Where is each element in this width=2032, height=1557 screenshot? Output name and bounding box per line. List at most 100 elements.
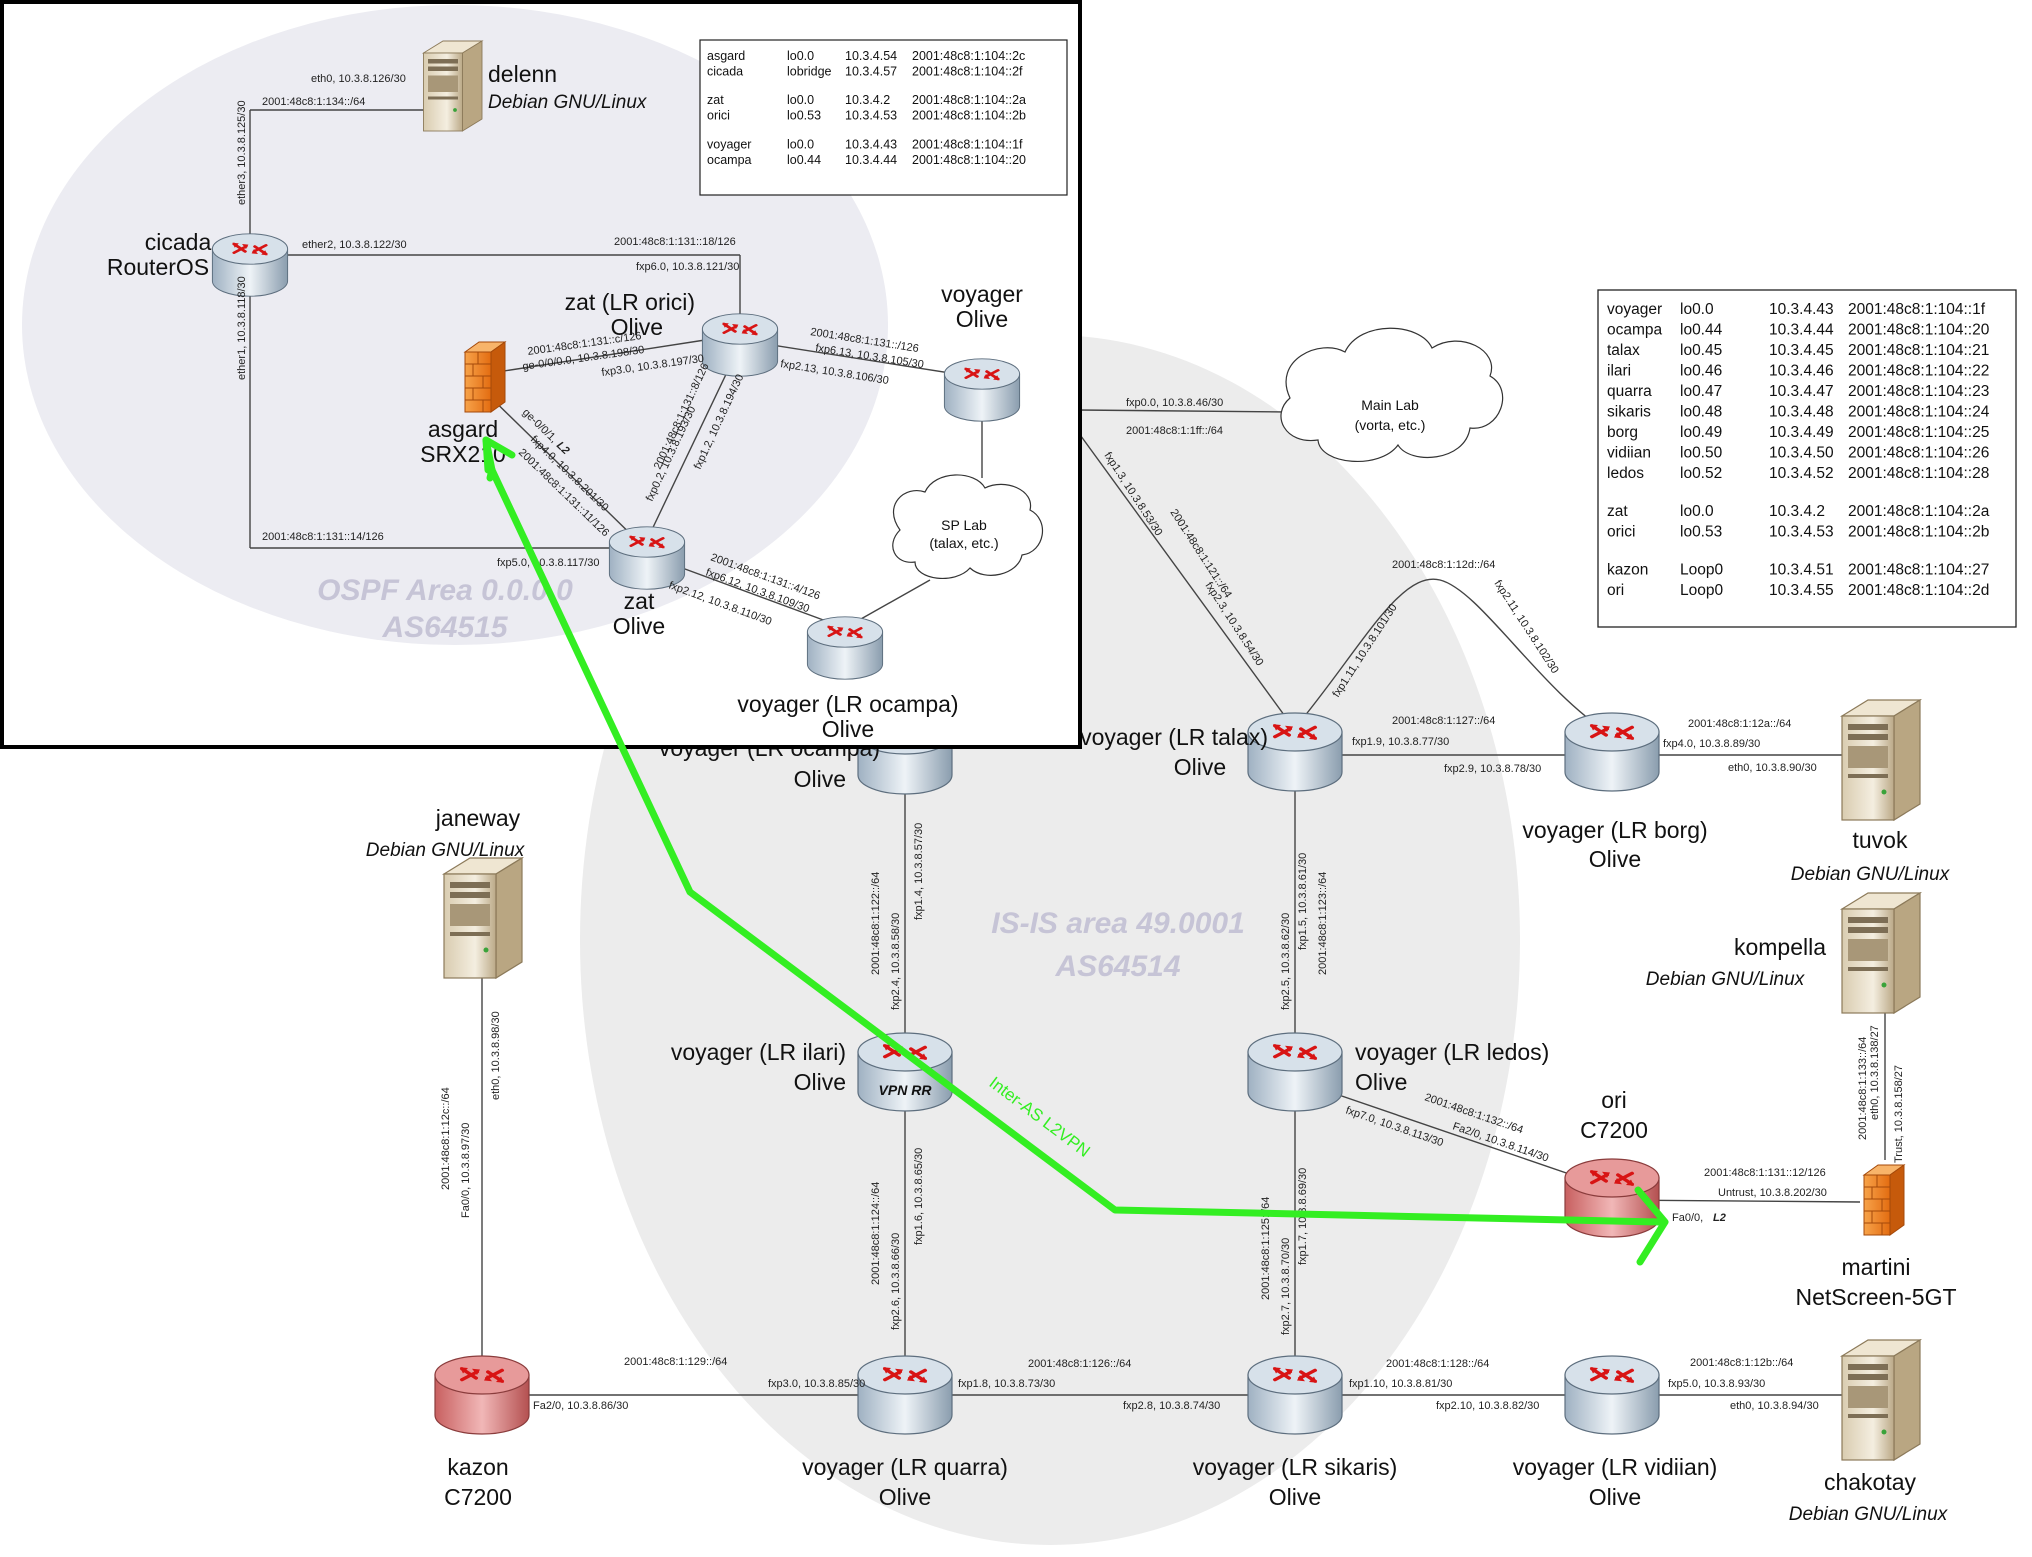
zat-orici-type: Olive [611,314,663,340]
table-cell: lo0.0 [1680,503,1714,520]
ledos-type: Olive [1355,1069,1407,1095]
link-label: fxp2.4, 10.3.8.58/30 [890,913,902,1010]
ilari-name: voyager (LR ilari) [671,1039,846,1065]
sikaris-type: Olive [1269,1484,1321,1510]
router-zat-orici [702,314,777,376]
ocampa-inset-type: Olive [822,716,874,742]
link-label: fxp2.9, 10.3.8.78/30 [1444,763,1541,775]
table-cell: 2001:48c8:1:104::28 [1848,465,1989,482]
table-cell: lobridge [787,65,832,79]
table-cell: lo0.0 [787,137,814,151]
table-cell: ocampa [1607,322,1663,339]
tuvok-name: tuvok [1853,827,1908,853]
kompella-os: Debian GNU/Linux [1646,969,1806,990]
link-label: eth0, 10.3.8.94/30 [1730,1400,1819,1412]
sp-lab-sublabel: (talax, etc.) [929,535,998,551]
isis-area-name: IS-IS area 49.0001 [991,907,1245,940]
kazon-type: C7200 [444,1484,512,1510]
link-label: fxp1.8, 10.3.8.73/30 [958,1378,1055,1390]
table-cell: 2001:48c8:1:104::2f [912,65,1023,79]
link-label: 2001:48c8:1:12c::/64 [440,1087,452,1190]
table-cell: 10.3.4.2 [845,93,890,107]
router-quarra [858,1356,952,1434]
table-cell: 10.3.4.46 [1769,363,1834,380]
link-label: 2001:48c8:1:131::14/126 [262,531,384,543]
ori-type: C7200 [1580,1117,1648,1143]
router-ocampa-inset [807,617,882,679]
table-cell: Loop0 [1680,561,1723,578]
router-sikaris [1248,1356,1342,1434]
isis-area-as: AS64514 [1054,950,1180,983]
table-cell: 2001:48c8:1:104::24 [1848,404,1990,421]
link-label: eth0, 10.3.8.98/30 [490,1011,502,1100]
vidiian-type: Olive [1589,1484,1641,1510]
link-label: 2001:48c8:1:12a::/64 [1688,718,1791,730]
table-cell: lo0.45 [1680,342,1722,359]
table-cell: sikaris [1607,404,1651,421]
table-cell: cicada [707,65,743,79]
table-cell: vidiian [1607,445,1651,462]
table-cell: 2001:48c8:1:104::27 [1848,561,1989,578]
link-label: fxp2.10, 10.3.8.82/30 [1436,1400,1539,1412]
table-cell: 2001:48c8:1:104::2a [912,93,1026,107]
link-label: 2001:48c8:1:12b::/64 [1690,1357,1793,1369]
cloud-main-lab: Main Lab (vorta, etc.) [1280,327,1504,463]
chakotay-os: Debian GNU/Linux [1789,1504,1949,1525]
link-label: fxp1.9, 10.3.8.77/30 [1352,736,1449,748]
table-cell: lo0.0 [1680,301,1714,318]
link-label: fxp2.5, 10.3.8.62/30 [1280,913,1292,1010]
link-label: 2001:48c8:1:129::/64 [624,1356,727,1368]
link-label: 2001:48c8:1:12d::/64 [1392,559,1495,571]
delenn-os: Debian GNU/Linux [488,92,648,113]
table-cell: lo0.52 [1680,465,1722,482]
link-label: fxp4.0, 10.3.8.89/30 [1663,738,1760,750]
link-label: ether1, 10.3.8.118/30 [236,276,248,380]
table-cell: 10.3.4.44 [1769,322,1834,339]
martini-type: NetScreen-5GT [1795,1284,1956,1310]
table-cell: lo0.44 [1680,322,1723,339]
chakotay-name: chakotay [1824,1469,1917,1495]
ori-name: ori [1601,1087,1627,1113]
table-cell: lo0.53 [1680,523,1722,540]
table-cell: borg [1607,424,1638,441]
link-label: L2 [1713,1212,1726,1224]
link-label: 2001:48c8:1:133::/64 [1857,1037,1869,1140]
table-cell: 2001:48c8:1:104::20 [1848,322,1990,339]
cicada-type: RouterOS [107,254,209,280]
table-cell: 10.3.4.52 [1769,465,1834,482]
link-label: 2001:48c8:1:1ff::/64 [1126,425,1223,437]
table-cell: 10.3.4.50 [1769,445,1834,462]
delenn-name: delenn [488,61,557,87]
table-cell: 10.3.4.43 [1769,301,1834,318]
router-cicada [212,234,287,296]
table-cell: lo0.48 [1680,404,1722,421]
table-cell: 10.3.4.45 [1769,342,1834,359]
link-label: 2001:48c8:1:122::/64 [870,872,882,975]
table-cell: lo0.53 [787,109,821,123]
janeway-os: Debian GNU/Linux [366,840,526,861]
link-label: eth0, 10.3.8.138/27 [1869,1025,1881,1120]
link-label: 2001:48c8:1:124::/64 [870,1182,882,1285]
table-cell: 2001:48c8:1:104::20 [912,153,1026,167]
table-cell: ilari [1607,363,1631,380]
link-label: eth0, 10.3.8.126/30 [311,73,406,85]
table-cell: 2001:48c8:1:104::2c [912,49,1025,63]
kompella-name: kompella [1734,934,1826,960]
table-cell: kazon [1607,561,1648,578]
table-cell: lo0.47 [1680,383,1722,400]
server-tuvok [1841,699,1921,821]
voyager-inset-type: Olive [956,306,1008,332]
main-lab-label: Main Lab [1361,397,1419,413]
quarra-type: Olive [879,1484,931,1510]
link-label: fxp2.11, 10.3.8.102/30 [1491,578,1560,676]
